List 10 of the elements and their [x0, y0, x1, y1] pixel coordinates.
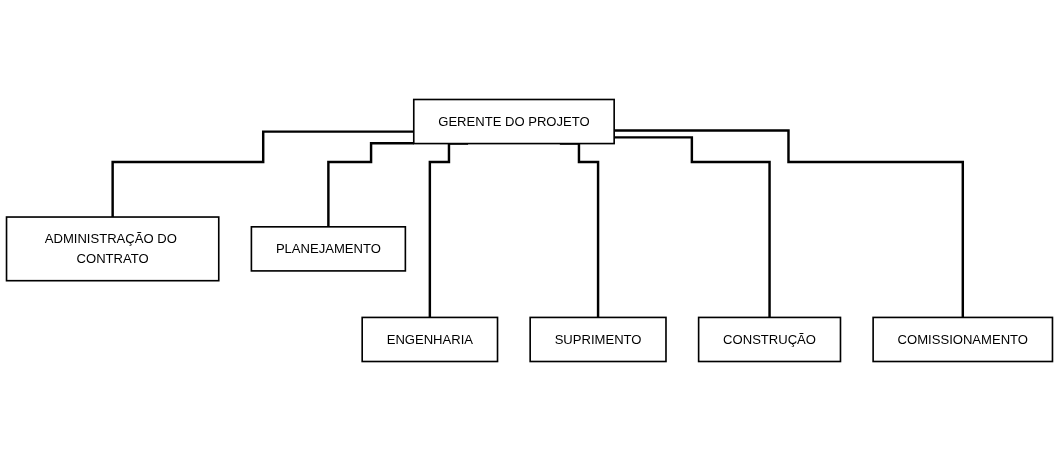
connector [614, 129, 965, 319]
node-box: SUPRIMENTO [529, 316, 667, 363]
node-box: COMISSIONAMENTO [872, 316, 1054, 363]
node-box: CONSTRUÇÃO [697, 316, 842, 363]
node-box: PLANEJAMENTO [250, 226, 407, 272]
node-box: ADMINISTRAÇÃO DO CONTRATO [5, 216, 220, 282]
connector [614, 136, 771, 319]
node-box: GERENTE DO PROJETO [412, 98, 615, 145]
node-box: ENGENHARIA [361, 316, 499, 363]
connector [111, 130, 414, 219]
